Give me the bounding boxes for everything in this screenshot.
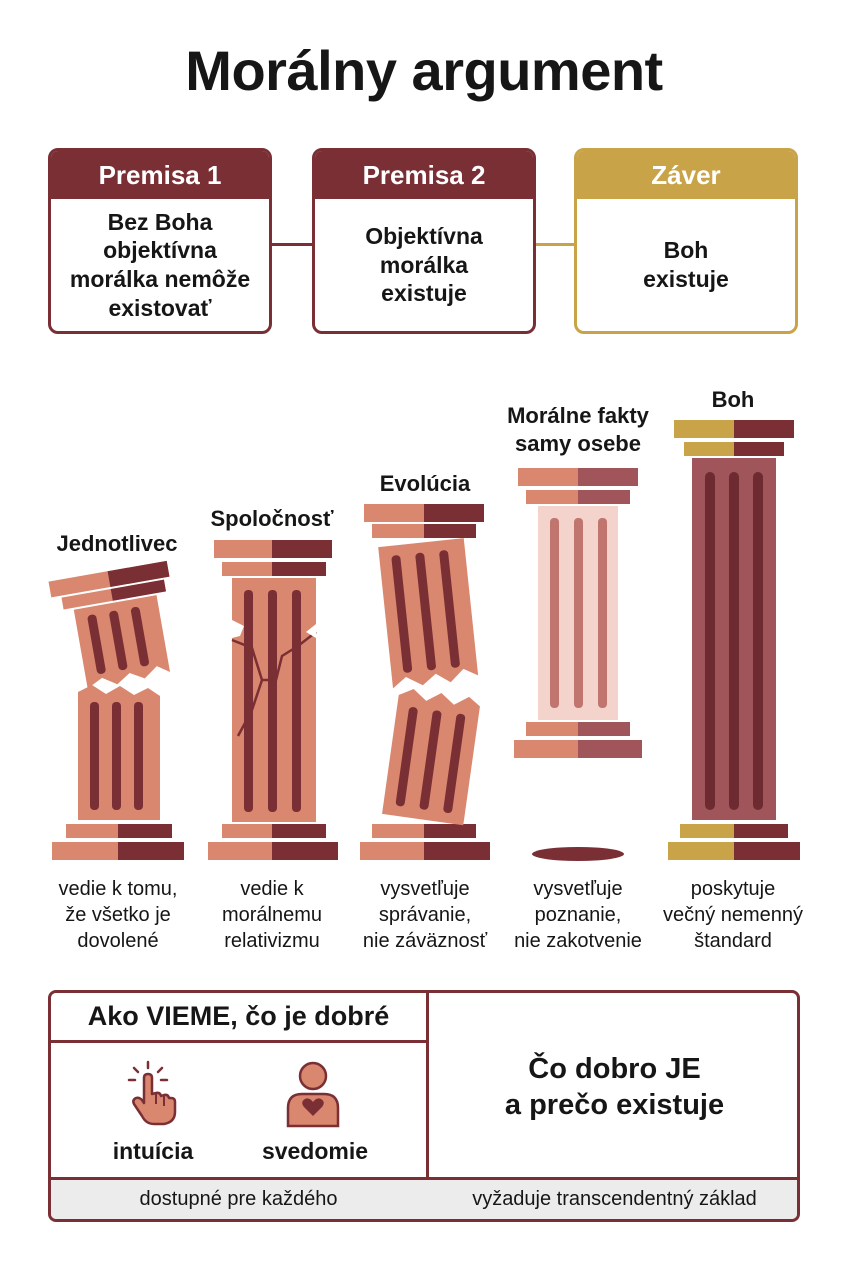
conscience-label: svedomie	[261, 1138, 369, 1164]
ontology-text: Čo dobro JE a prečo existuje	[429, 1043, 797, 1177]
pillar-label-moral-facts: Morálne fakty samy osebe	[507, 403, 649, 456]
pillar-individual	[48, 560, 184, 860]
pillars-illustration	[48, 420, 800, 861]
pillar-evolution	[360, 504, 490, 860]
premise-1-header: Premisa 1	[51, 151, 269, 199]
knowing-vs-being-box: Ako VIEME, čo je dobré Čo dobro JE a pre…	[48, 990, 800, 1222]
ontology-line: Čo dobro JE	[528, 1052, 701, 1085]
person-heart-icon	[278, 1058, 348, 1128]
premise-1-text: Bez Boha objektívna morálka nemôže exist…	[51, 199, 269, 331]
conclusion-header: Záver	[577, 151, 795, 199]
pillar-god	[668, 420, 800, 860]
conclusion-line: Boh	[663, 237, 709, 264]
premise-2-line: morálka	[379, 251, 469, 278]
premise-2-line: Objektívna	[365, 222, 483, 249]
premise-2-header: Premisa 2	[315, 151, 533, 199]
pillar-label-god: Boh	[711, 387, 755, 412]
ontology-footer: vyžaduje transcendentný základ	[472, 1188, 757, 1210]
conclusion-text: Boh existuje	[577, 199, 795, 331]
premise-1-line: existovať	[108, 294, 212, 321]
pillar-label-individual: Jednotlivec	[56, 531, 178, 556]
pillar-moral-facts	[514, 468, 642, 861]
premise-2-line: existuje	[381, 280, 467, 307]
pillar-label-evolution: Evolúcia	[379, 471, 471, 496]
conclusion-box: Záver Boh existuje	[574, 148, 798, 334]
pointing-hand-icon	[118, 1058, 188, 1128]
premise-2-box: Premisa 2 Objektívna morálka existuje	[312, 148, 536, 334]
ontology-line: a prečo existuje	[504, 1089, 725, 1121]
pillar-society	[208, 540, 338, 860]
premise-1-line: objektívna	[103, 237, 217, 264]
connector-line	[272, 243, 314, 246]
epistemology-footer: dostupné pre každého	[139, 1188, 338, 1210]
box-divider	[426, 993, 429, 1219]
epistemology-header: Ako VIEME, čo je dobré	[51, 993, 426, 1043]
premise-1-box: Premisa 1 Bez Boha objektívna morálka ne…	[48, 148, 272, 334]
premise-1-line: Bez Boha	[107, 208, 213, 235]
connector-line	[536, 243, 576, 246]
intuition-label: intuícia	[112, 1138, 194, 1164]
box-footer: dostupné pre každého vyžaduje transcende…	[51, 1177, 797, 1219]
page-title: Morálny argument	[185, 39, 663, 102]
pillar-label-society: Spoločnosť	[210, 506, 334, 531]
conclusion-line: existuje	[643, 266, 729, 292]
premise-2-text: Objektívna morálka existuje	[315, 199, 533, 331]
premise-1-line: morálka nemôže	[69, 266, 251, 292]
